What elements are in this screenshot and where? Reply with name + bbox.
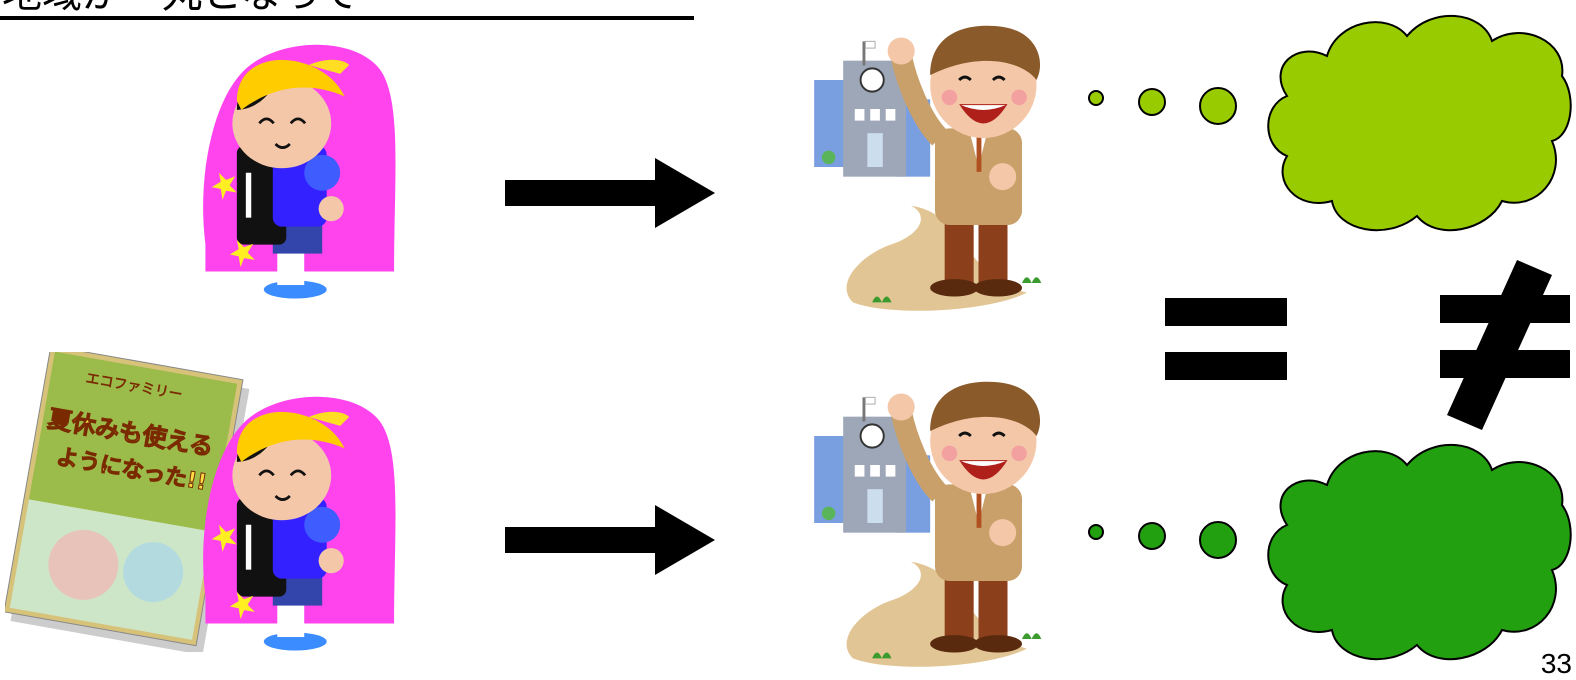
student-figure-icon bbox=[805, 22, 1065, 312]
arrow-right-icon bbox=[505, 505, 720, 577]
not-equal-icon bbox=[1432, 255, 1576, 435]
arrow-bottom bbox=[505, 505, 720, 577]
thought-bubble-top bbox=[1082, 6, 1576, 246]
child-figure-icon bbox=[185, 390, 410, 655]
page-number: 33 bbox=[1541, 648, 1572, 680]
thought-cloud-icon bbox=[1082, 440, 1576, 674]
arrow-top bbox=[505, 158, 720, 230]
child-figure-icon bbox=[185, 38, 410, 303]
child-figure-top bbox=[185, 38, 410, 303]
student-figure-icon bbox=[805, 378, 1065, 668]
student-figure-bottom bbox=[805, 378, 1065, 668]
slide-title: 地域が一丸となって bbox=[0, 0, 694, 20]
arrow-right-icon bbox=[505, 158, 720, 230]
child-figure-bottom bbox=[185, 390, 410, 655]
thought-cloud-icon bbox=[1082, 6, 1576, 246]
not-equal-sign bbox=[1432, 255, 1576, 435]
thought-bubble-bottom bbox=[1082, 440, 1576, 674]
equal-icon bbox=[1160, 292, 1290, 387]
equal-sign bbox=[1160, 292, 1290, 387]
student-figure-top bbox=[805, 22, 1065, 312]
